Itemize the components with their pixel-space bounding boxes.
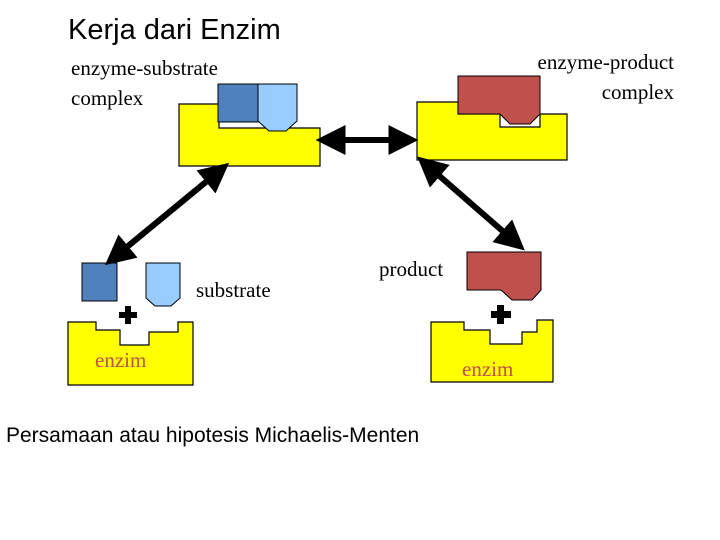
product-shape (457, 75, 541, 125)
page-title: Kerja dari Enzim (68, 14, 281, 46)
enzyme-substrate-complex (178, 83, 321, 167)
substrate-part-dark (217, 83, 259, 123)
label-enzim-right: enzim (462, 357, 514, 381)
free-enzyme-right (430, 319, 554, 383)
substrate-light-free (145, 262, 181, 307)
product-free (466, 251, 542, 301)
caption-michaelis-menten: Persamaan atau hipotesis Michaelis-Mente… (6, 424, 420, 447)
enzyme-product-complex (416, 75, 568, 161)
label-product: product (379, 257, 444, 281)
substrate-dark-free (81, 262, 118, 302)
label-enzim-left: enzim (95, 348, 147, 372)
arrow-left-diagonal (104, 162, 230, 266)
arrow-right-diagonal (417, 156, 525, 251)
enzyme-shape (430, 319, 554, 383)
label-enzyme-product-complex: complex (601, 80, 674, 104)
plus-sign-left (119, 306, 137, 324)
label-substrate: substrate (196, 278, 271, 302)
plus-sign-right (491, 305, 511, 324)
label-enzyme-substrate: enzyme-substrate (71, 56, 218, 80)
substrate-part-light (257, 83, 298, 132)
free-enzyme-left (67, 321, 194, 386)
label-enzyme-substrate-complex: complex (71, 86, 144, 110)
label-enzyme-product: enzyme-product (537, 50, 674, 74)
enzyme-shape (67, 321, 194, 386)
